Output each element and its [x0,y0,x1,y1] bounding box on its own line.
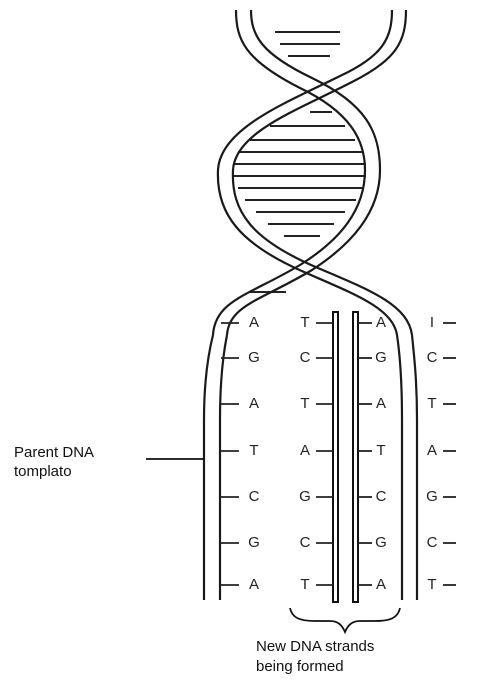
new-strand-left [333,312,338,602]
new-left-base: C [300,534,311,551]
parent-left-base: G [248,534,260,551]
new-right-base: A [376,314,386,331]
parent-left-base: T [249,442,258,459]
parent-left-base: A [249,576,259,593]
parent-right-base: T [427,576,436,593]
parent-left-base: A [249,314,259,331]
new-right-base: A [376,395,386,412]
parent-left-backbone-outer [204,335,213,600]
new-right-base: G [375,534,387,551]
parent-right-base: T [427,395,436,412]
new-left-base: T [300,314,309,331]
parent-right-base: I [430,314,434,331]
new-strands-label-line2: being formed [256,658,344,675]
parent-left-base: G [248,349,260,366]
helix-strand-b-inner [218,10,397,335]
parent-template-label-line1: Parent DNA [14,444,94,461]
new-right-base: G [375,349,387,366]
parent-right-base: C [427,349,438,366]
parent-right-backbone-outer [412,335,417,600]
parent-right-base: C [427,534,438,551]
parent-template-label-line2: tomplato [14,463,72,480]
parent-left-backbone-inner [220,335,227,600]
parent-left-base: A [249,395,259,412]
new-right-base: C [376,488,387,505]
new-left-base: G [299,488,311,505]
new-strands-label-line1: New DNA strands [256,638,374,655]
parent-right-backbone-inner [397,335,402,600]
helix-strand-a-outer [213,10,365,335]
new-left-base: A [300,442,310,459]
new-left-base: T [300,395,309,412]
new-left-base: T [300,576,309,593]
new-right-base: A [376,576,386,593]
new-strands-brace [290,608,400,632]
new-left-base: C [300,349,311,366]
parent-right-base: A [427,442,437,459]
parent-left-base: C [249,488,260,505]
new-strand-right [353,312,358,602]
new-right-base: T [376,442,385,459]
parent-right-base: G [426,488,438,505]
